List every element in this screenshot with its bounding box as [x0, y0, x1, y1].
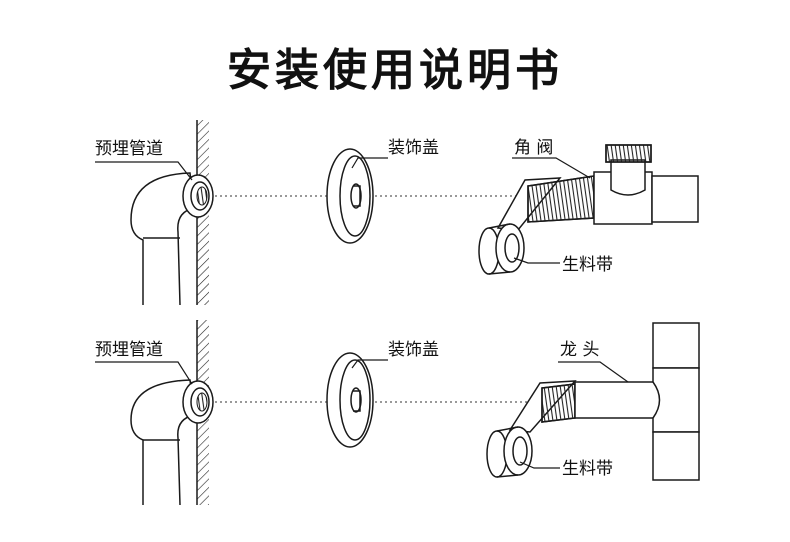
decorative-cover — [326, 148, 374, 244]
row-2 — [130, 320, 700, 506]
embedded-pipe-label: 预埋管道 — [95, 139, 163, 159]
decorative-cover — [326, 352, 374, 448]
embedded-pipe — [130, 379, 214, 506]
row-1 — [130, 120, 699, 306]
embedded-pipe-label: 预埋管道 — [95, 340, 163, 360]
faucet — [541, 322, 700, 481]
labels — [95, 157, 629, 469]
page-title: 安装使用说明书 — [227, 45, 563, 96]
angle-valve-label: 角 阀 — [514, 138, 553, 158]
decorative-cover-label: 装饰盖 — [388, 340, 439, 360]
decorative-cover-label: 装饰盖 — [388, 138, 439, 158]
angle-valve — [527, 144, 699, 225]
embedded-pipe — [130, 172, 214, 306]
faucet-label: 龙 头 — [560, 340, 599, 360]
ptfe-tape-label: 生料带 — [562, 459, 613, 479]
ptfe-tape-label: 生料带 — [562, 255, 613, 275]
